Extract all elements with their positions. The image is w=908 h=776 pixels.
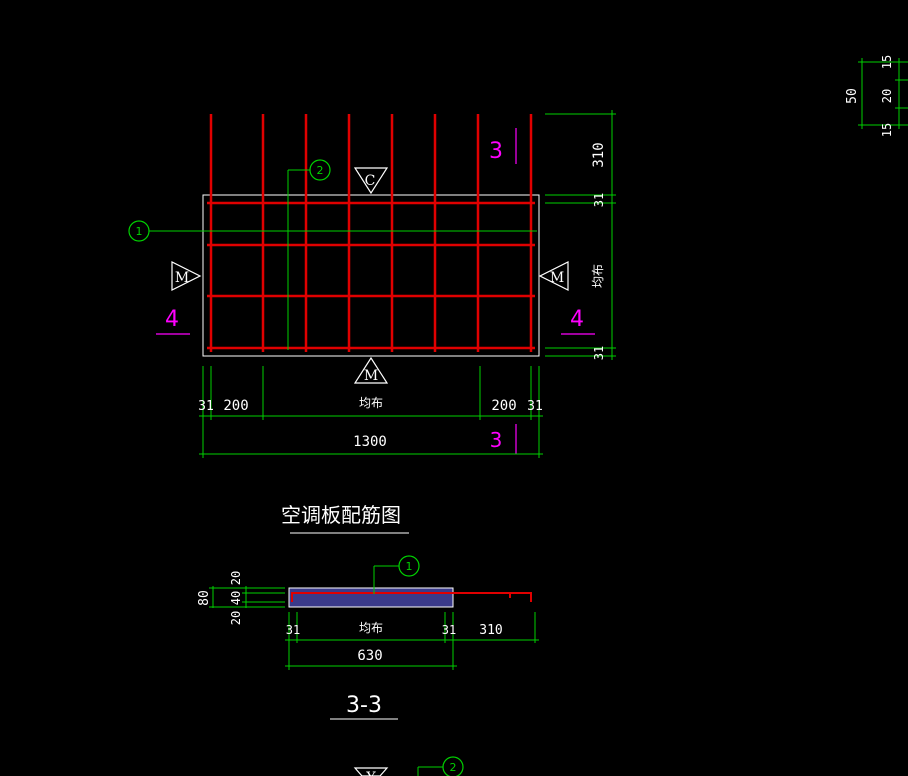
svg-text:M: M xyxy=(175,270,189,286)
section-dims-bottom xyxy=(285,612,539,670)
section-callout: 1 xyxy=(373,555,420,594)
callout-2-label: 2 xyxy=(317,164,324,177)
dim-right-edge: 200 xyxy=(491,398,516,414)
dim-left-edge: 200 xyxy=(223,398,248,414)
section-mark-bottom-3: 3 xyxy=(490,424,517,454)
plan-dims-bottom xyxy=(199,366,543,458)
slab-outline xyxy=(202,194,540,357)
section-mark-top-3: 3 xyxy=(489,128,517,164)
svg-text:C: C xyxy=(365,173,376,189)
svg-text:M: M xyxy=(550,270,564,286)
section-dims-left xyxy=(209,586,285,608)
dim-top-extension: 310 xyxy=(591,142,607,167)
section-dim-right-cover: 31 xyxy=(442,623,456,637)
svg-text:M: M xyxy=(364,368,378,384)
dim-top-cover: 31 xyxy=(592,193,606,207)
plan-view: 1 2 C M M M 4 xyxy=(128,110,616,534)
section-dim-top: 20 xyxy=(229,571,243,585)
plan-dims-right xyxy=(545,110,616,360)
svg-text:4: 4 xyxy=(165,307,179,332)
svg-text:1: 1 xyxy=(406,560,413,573)
bottom-partial: Y 2 xyxy=(353,756,464,776)
bottom-callout-label: 2 xyxy=(450,761,457,774)
dim-right-cover: 31 xyxy=(527,399,543,414)
plan-title: 空调板配筋图 xyxy=(281,503,401,527)
marker-top-c: C xyxy=(353,167,389,195)
svg-text:3: 3 xyxy=(490,428,503,452)
dim-left-cover: 31 xyxy=(198,399,214,414)
callout-1-label: 1 xyxy=(136,225,143,238)
detail-top-right: 50 15 20 15 xyxy=(845,55,908,137)
detail-dim-overall: 50 xyxy=(845,88,860,104)
section-mark-left-4: 4 xyxy=(156,307,190,335)
callout-1: 1 xyxy=(128,220,537,242)
horizontal-rebars xyxy=(207,201,535,350)
section-dim-middle-text: 均布 xyxy=(359,621,383,635)
section-dim-bottom: 20 xyxy=(229,611,243,625)
section-view: 1 80 20 40 20 31 均布 31 310 xyxy=(197,555,539,720)
dim-bottom-cover: 31 xyxy=(592,346,606,360)
svg-text:4: 4 xyxy=(570,307,584,332)
dim-overall: 1300 xyxy=(353,434,387,450)
section-dim-overall: 80 xyxy=(197,590,212,606)
callout-2: 2 xyxy=(287,159,331,350)
section-dim-overall-bottom: 630 xyxy=(357,648,382,664)
section-dim-extension: 310 xyxy=(479,623,502,638)
svg-text:3: 3 xyxy=(489,139,503,164)
section-slab xyxy=(288,587,454,608)
section-title: 3-3 xyxy=(346,693,382,718)
svg-text:Y: Y xyxy=(365,770,376,776)
dim-right-middle: 均布 xyxy=(591,264,605,288)
dim-middle: 均布 xyxy=(359,396,383,410)
detail-dim-bottom: 15 xyxy=(880,123,894,137)
marker-right-m: M xyxy=(538,261,569,291)
section-rebar xyxy=(291,592,532,602)
marker-left-m: M xyxy=(171,261,202,291)
vertical-rebars xyxy=(209,114,533,352)
detail-dim-top: 15 xyxy=(880,55,894,69)
detail-dim-middle: 20 xyxy=(880,89,894,103)
marker-bottom-m: M xyxy=(353,356,389,384)
section-mark-right-4: 4 xyxy=(561,307,595,335)
section-dim-middle: 40 xyxy=(229,591,243,605)
section-dim-left-cover: 31 xyxy=(286,623,300,637)
